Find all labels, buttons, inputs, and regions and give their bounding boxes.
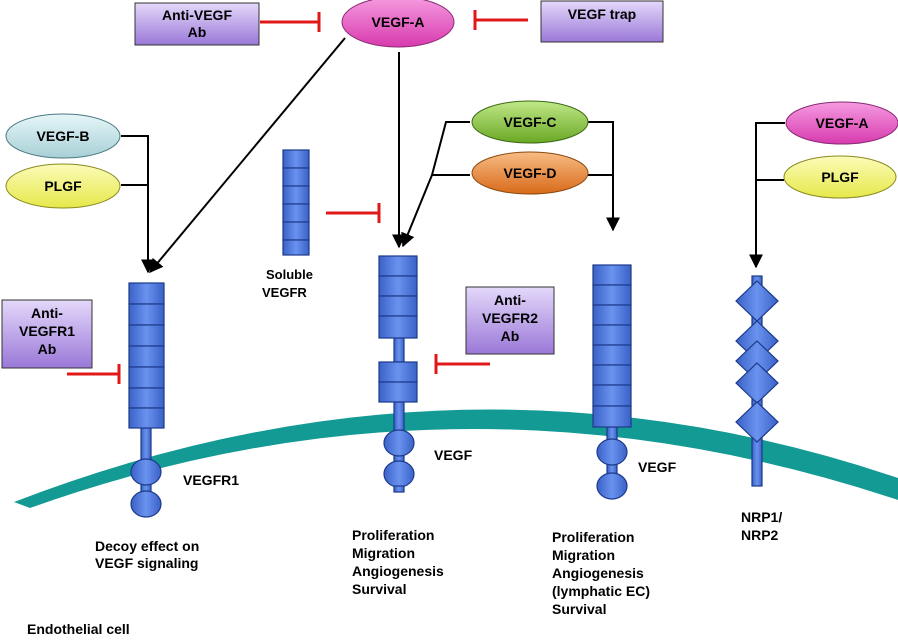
bracket-vegfb-plgf [121,135,155,274]
anti-vegfr1-line1: Anti- [31,305,63,321]
ligand-vegf-a-top: VEGF-A [341,0,455,48]
nrp-label-line2: NRP2 [741,527,779,543]
bracket-vegfc-vegfd-right [588,121,620,232]
svg-text:VEGF-C: VEGF-C [504,114,557,130]
effects-vegfr2: Proliferation Migration Angiogenesis Sur… [352,527,444,597]
svg-text:(lymphatic EC): (lymphatic EC) [552,583,650,599]
svg-text:Survival: Survival [352,581,406,597]
anti-vegfr1-line3: Ab [38,341,57,357]
vegf-trap-label: VEGF trap [568,6,636,22]
effects-vegfr1: Decoy effect on VEGF signaling [95,538,199,571]
arrow-vegfcd-to-vegfr2 [401,174,433,248]
ligand-vegf-d: VEGF-D [471,151,589,195]
anti-vegf-ab-line1: Anti-VEGF [162,7,232,23]
svg-text:Proliferation: Proliferation [552,529,634,545]
svg-text:VEGF-A: VEGF-A [372,14,425,30]
bracket-nrp-ligands [749,122,785,269]
svg-text:VEGF-A: VEGF-A [816,115,869,131]
anti-vegfr2-line3: Ab [501,328,520,344]
receptor-vegfr2 [378,255,418,493]
ligand-vegf-a-right: VEGF-A [785,101,898,145]
ligand-vegf-c: VEGF-C [471,100,589,144]
svg-text:Proliferation: Proliferation [352,527,434,543]
nrp-label-line1: NRP1/ [741,509,782,525]
receptor-vegfr3 [592,264,632,500]
svg-text:Angiogenesis: Angiogenesis [552,565,644,581]
soluble-vegfr-line2: VEGFR [262,285,307,300]
vegfr1-label: VEGFR1 [183,472,239,488]
anti-vegf-ab-box: Anti-VEGF Ab [134,2,260,46]
anti-vegfr2-ab-box: Anti- VEGFR2 Ab [465,286,555,355]
svg-text:Decoy effect on: Decoy effect on [95,538,199,554]
svg-text:VEGF-B: VEGF-B [37,128,90,144]
svg-text:PLGF: PLGF [44,178,82,194]
bracket-vegfc-vegfd-left [430,121,470,176]
effects-vegfr3: Proliferation Migration Angiogenesis (ly… [552,529,650,617]
svg-text:Migration: Migration [352,545,415,561]
receptor-vegfr1 [128,282,165,518]
ligand-plgf-left: PLGF [5,163,121,209]
endothelial-cell-label: Endothelial cell [27,621,130,637]
vegf-label-mid: VEGF [434,447,473,463]
svg-text:Migration: Migration [552,547,615,563]
anti-vegfr2-line1: Anti- [494,292,526,308]
vegf-trap-box: VEGF trap [540,0,664,43]
arrow-vegfa-to-vegfr1 [149,37,346,274]
anti-vegfr1-ab-box: Anti- VEGFR1 Ab [1,299,93,369]
anti-vegfr2-line2: VEGFR2 [482,310,538,326]
svg-text:Angiogenesis: Angiogenesis [352,563,444,579]
soluble-vegfr-line1: Soluble [266,267,313,282]
vegf-label-right: VEGF [638,459,677,475]
soluble-vegfr [282,149,310,256]
ligand-vegf-b: VEGF-B [5,113,121,159]
connectors [121,37,785,274]
svg-text:PLGF: PLGF [821,169,859,185]
svg-text:VEGF signaling: VEGF signaling [95,555,198,571]
anti-vegfr1-line2: VEGFR1 [19,323,75,339]
svg-text:Survival: Survival [552,601,606,617]
ligand-plgf-right: PLGF [783,155,897,199]
receptor-nrp [735,275,779,487]
inhibition-lines [67,10,528,384]
anti-vegf-ab-line2: Ab [188,24,207,40]
cell-membrane [14,409,898,508]
svg-text:VEGF-D: VEGF-D [504,165,557,181]
